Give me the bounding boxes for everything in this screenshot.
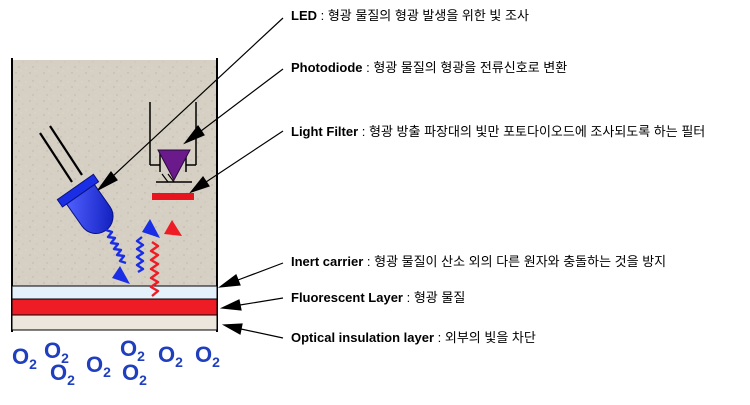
label-led-term: LED [291, 8, 317, 23]
label-photodiode: Photodiode : 형광 물질의 형광을 전류신호로 변환 [291, 60, 567, 76]
housing-interior [12, 60, 217, 286]
label-led-sep: : [317, 8, 328, 23]
excitation-light-wave [105, 228, 130, 284]
arrow-light-filter [205, 130, 284, 183]
label-photodiode-term: Photodiode [291, 60, 363, 75]
oxygen-molecule-6: O2 [122, 360, 147, 388]
label-light-filter-desc: 형광 방출 파장대의 빛만 포토다이오드에 조사되도록 하는 필터 [369, 124, 706, 139]
photodiode [149, 102, 197, 183]
oxygen-molecule-5: O2 [120, 336, 145, 364]
oxygen-molecule-7: O2 [158, 342, 183, 370]
oxygen-molecule-1: O2 [12, 344, 37, 372]
light-filter [152, 193, 194, 200]
label-inert-carrier: Inert carrier : 형광 물질이 산소 외의 다른 원자와 충돌하는… [291, 254, 666, 270]
arrow-inert-carrier [237, 262, 284, 281]
oxygen-molecule-4: O2 [86, 352, 111, 380]
label-inert-carrier-sep: : [363, 254, 375, 269]
arrow-photodiode [200, 68, 284, 132]
label-light-filter: Light Filter : 형광 방출 파장대의 빛만 포토다이오드에 조사되… [291, 124, 705, 140]
label-optical-insulation: Optical insulation layer : 외부의 빛을 차단 [291, 330, 536, 346]
label-photodiode-sep: : [362, 60, 374, 75]
arrow-inert-carrier-head [217, 274, 241, 288]
label-inert-carrier-desc: 형광 물질이 산소 외의 다른 원자와 충돌하는 것을 방지 [374, 254, 667, 269]
arrow-led [112, 17, 284, 177]
arrow-photodiode-head [183, 124, 205, 145]
label-led-desc: 형광 물질의 형광 발생을 위한 빛 조사 [327, 8, 529, 23]
label-photodiode-desc: 형광 물질의 형광을 전류신호로 변환 [373, 60, 568, 75]
label-fluorescent-layer-term: Fluorescent Layer [291, 290, 403, 305]
label-inert-carrier-term: Inert carrier [291, 254, 364, 269]
label-fluorescent-layer: Fluorescent Layer : 형광 물질 [291, 290, 465, 306]
label-optical-insulation-term: Optical insulation layer [291, 330, 435, 345]
label-led: LED : 형광 물질의 형광 발생을 위한 빛 조사 [291, 8, 529, 24]
oxygen-molecule-3: O2 [50, 360, 75, 388]
arrow-led-head [97, 170, 118, 191]
arrow-optical-insulation-head [221, 323, 243, 335]
arrow-optical-insulation [240, 328, 284, 339]
label-fluorescent-layer-sep: : [403, 290, 414, 305]
label-light-filter-term: Light Filter [291, 124, 359, 139]
fluorescence-wave-red [149, 220, 182, 297]
inert-carrier-layer [11, 285, 218, 300]
fluorescent-layer [11, 298, 218, 316]
optical-insulation-layer [11, 314, 218, 331]
arrow-fluorescent-layer [239, 297, 284, 306]
callout-arrows [97, 17, 284, 339]
oxygen-molecule-2: O2 [44, 338, 69, 366]
arrow-fluorescent-layer-head [219, 299, 242, 311]
label-light-filter-sep: : [358, 124, 370, 139]
emitted-light-wave-blue [135, 219, 160, 274]
label-fluorescent-layer-desc: 형광 물질 [413, 290, 466, 305]
arrow-light-filter-head [189, 175, 210, 194]
label-optical-insulation-desc: 외부의 빛을 차단 [444, 330, 536, 345]
label-optical-insulation-sep: : [434, 330, 445, 345]
oxygen-molecule-8: O2 [195, 342, 220, 370]
